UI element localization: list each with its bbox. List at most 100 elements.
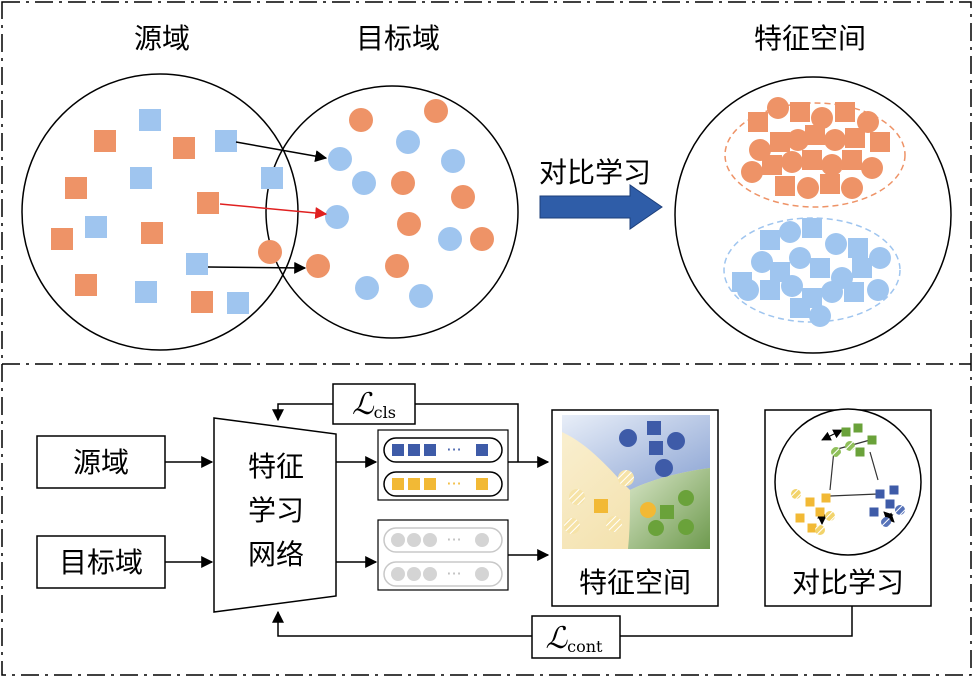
- cluster-orange-circle: [821, 154, 843, 176]
- feature-space-circle: [674, 76, 952, 354]
- cluster-blue-circle: [779, 221, 801, 243]
- target-blue-circle: [396, 130, 420, 154]
- network-label-line2: 学习: [248, 494, 304, 527]
- space-yellow-square: [594, 499, 608, 513]
- source-blue-square: [85, 216, 107, 238]
- cluster-blue-circle: [781, 275, 803, 297]
- cluster-blue-circle: [867, 279, 889, 301]
- cluster-orange-square: [748, 112, 768, 132]
- cluster-orange-circle: [787, 129, 809, 151]
- source-blue-square: [227, 292, 249, 314]
- cluster-orange-circle: [767, 97, 789, 119]
- cluster-blue-square: [760, 230, 780, 250]
- network-label-line1: 特征: [248, 450, 304, 483]
- space-blue-square: [649, 441, 663, 455]
- cluster-blue-circle: [821, 281, 843, 303]
- source-feature-blue-square: [408, 444, 420, 456]
- contrast-yellow-square: [807, 523, 817, 533]
- target-orange-circle: [349, 108, 373, 132]
- target-blue-circle: [409, 284, 433, 308]
- target-input-box: [36, 535, 166, 589]
- source-blue-square: [186, 253, 208, 275]
- source-feature-blue-square: [476, 444, 488, 456]
- target-orange-circle: [306, 254, 330, 278]
- source-orange-square: [173, 137, 195, 159]
- space-blue-circle: [619, 429, 637, 447]
- mapping-arrow-red: [219, 203, 328, 219]
- space-blue-square: [647, 421, 661, 435]
- target-feature-gray-circle: [423, 567, 437, 581]
- contrast-double-arrow: [883, 511, 895, 523]
- target-orange-circle: [424, 99, 448, 123]
- contrastive-points: [791, 423, 905, 535]
- cluster-orange-circle: [741, 161, 763, 183]
- cluster-orange-circle: [811, 107, 833, 129]
- space-hatched-yellow-circle: [569, 489, 585, 505]
- target-feature-gray-circle: [423, 533, 437, 547]
- target-feature-gray-circle: [391, 533, 405, 547]
- contrast-blue-square: [875, 489, 885, 499]
- ellipsis-blue: ···: [446, 440, 461, 459]
- source-feature-blue-square: [424, 444, 436, 456]
- source-input-box: [36, 435, 166, 489]
- cluster-orange-square: [870, 132, 890, 152]
- source-feature-blue-square: [392, 444, 404, 456]
- target-feature-gray-circle: [407, 533, 421, 547]
- contrast-blue-square: [889, 485, 899, 495]
- contrast-link: [829, 449, 835, 491]
- cluster-blue-square: [760, 280, 780, 300]
- mapping-arrow-3: [207, 261, 307, 274]
- contrast-green-square: [841, 427, 851, 437]
- target-blue-circle: [355, 276, 379, 300]
- source-domain-title: 源域: [134, 22, 190, 55]
- cluster-orange-circle: [824, 129, 846, 151]
- feature-space-title: 特征空间: [754, 22, 866, 55]
- source-blue-square: [261, 167, 283, 189]
- cluster-orange-square: [842, 150, 862, 170]
- cluster-blue-circle: [751, 251, 773, 273]
- source-blue-square: [135, 281, 157, 303]
- source-feature-yellow-square: [408, 478, 420, 490]
- cluster-orange-circle: [841, 177, 863, 199]
- space-green-square: [660, 505, 674, 519]
- contrast-hatched-yellow-circle: [815, 525, 825, 535]
- contrast-hatched-green-circle: [845, 441, 855, 451]
- ellipsis-gray-1: ···: [446, 530, 461, 549]
- space-green-circle: [648, 520, 664, 536]
- ellipsis-yellow: ···: [446, 474, 461, 493]
- source-feature-squares: [392, 444, 488, 490]
- cluster-blue-square: [770, 262, 790, 282]
- cluster-blue-square: [852, 258, 872, 278]
- target-domain-title: 目标域: [356, 22, 440, 55]
- cluster-orange-square: [802, 150, 822, 170]
- orange-cluster-boundary: [724, 102, 906, 208]
- target-feature-gray-circle: [475, 533, 489, 547]
- contrast-link: [869, 451, 879, 481]
- cluster-orange-square: [820, 174, 840, 194]
- contrast-double-arrow: [821, 429, 843, 441]
- source-orange-square: [191, 291, 213, 313]
- feature-learning-network: [213, 417, 337, 613]
- space-blue-circle: [655, 459, 673, 477]
- target-domain-circle: [265, 85, 519, 339]
- contrast-link: [829, 493, 879, 497]
- source-feature-yellow-square: [424, 478, 436, 490]
- cluster-orange-circle: [861, 157, 883, 179]
- source-orange-square: [197, 192, 219, 214]
- cluster-orange-square: [762, 155, 782, 175]
- target-orange-circle: [385, 254, 409, 278]
- space-yellow-circle: [640, 502, 656, 518]
- network-label-line3: 网络: [248, 538, 304, 571]
- target-blue-circle: [441, 149, 465, 173]
- ellipsis-gray-2: ···: [446, 564, 461, 583]
- source-blue-square: [130, 167, 152, 189]
- contrast-hatched-yellow-circle: [791, 489, 801, 499]
- cluster-blue-square: [848, 238, 868, 258]
- source-blue-square: [139, 109, 161, 131]
- contrast-hatched-yellow-circle: [825, 511, 835, 521]
- contrast-green-square: [855, 447, 865, 457]
- target-orange-circle: [451, 185, 475, 209]
- source-feature-yellow-square: [392, 478, 404, 490]
